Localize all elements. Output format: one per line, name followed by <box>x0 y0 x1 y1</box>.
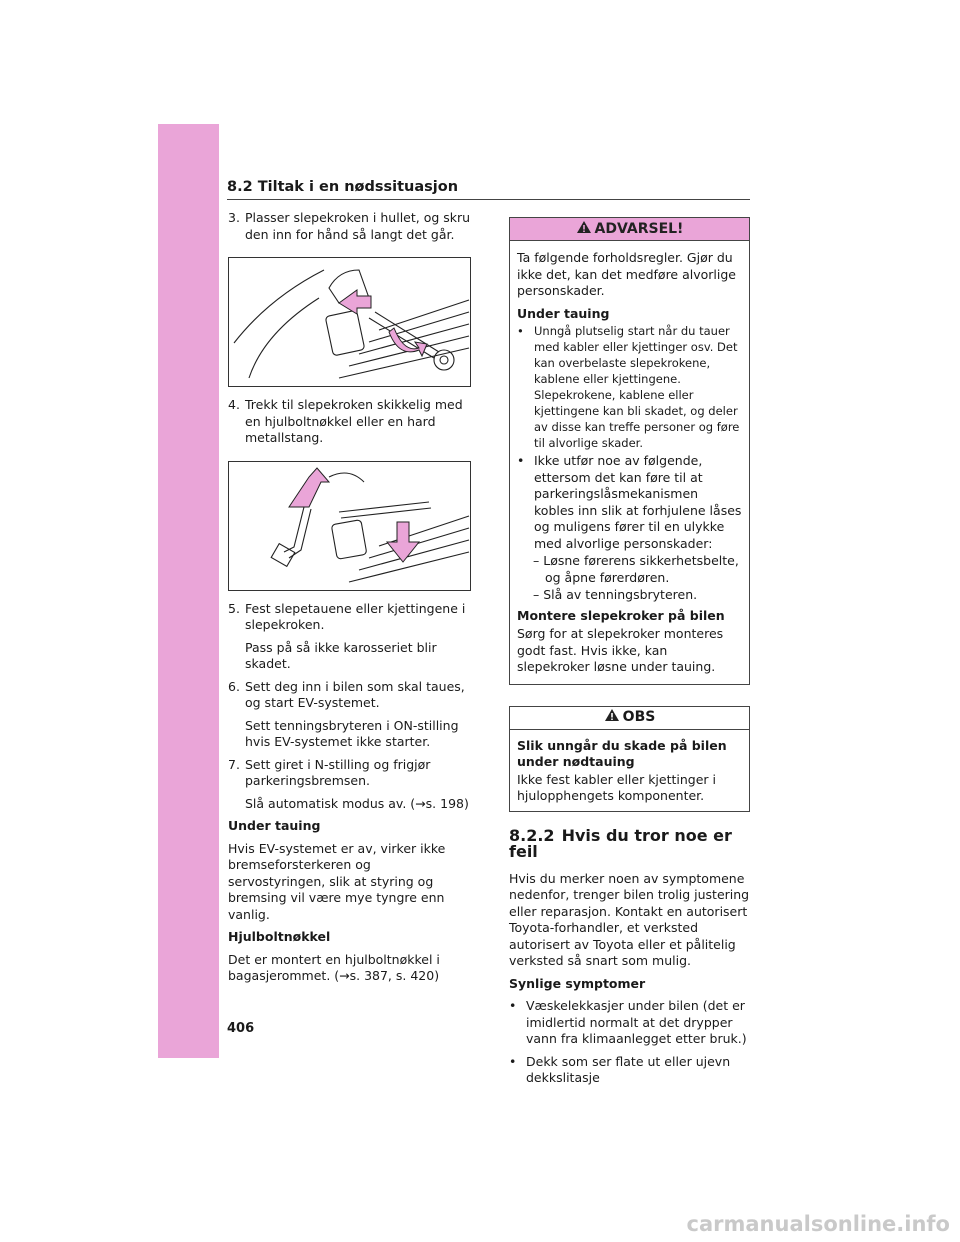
warning-subhead-towing: Under tauing <box>517 305 610 321</box>
step-5: 5.Fest slepetauene eller kjettingene i s… <box>228 600 466 633</box>
warning-triangle-icon <box>576 220 592 239</box>
caution-triangle-icon <box>604 708 620 727</box>
step-6-note: Sett tenningsbryteren i ON-stilling hvis… <box>245 717 459 750</box>
warning-intro: Ta følgende forholdsregler. Gjør du ikke… <box>517 250 736 298</box>
notice-body: Slik unngår du skade på bilen under nødt… <box>510 730 749 811</box>
under-tauing-text: Hvis EV-systemet er av, virker ikke brem… <box>228 840 446 922</box>
warning-box: ADVARSEL! Ta følgende forholdsregler. Gj… <box>509 217 750 685</box>
warning-dash-2: – Slå av tenningsbryteren. <box>533 587 698 602</box>
watermark: carmanualsonline.info <box>686 1212 950 1236</box>
notice-title: OBS <box>622 709 656 726</box>
section-rule <box>227 199 750 200</box>
step-6: 6.Sett deg inn i bilen som skal taues, o… <box>228 678 465 711</box>
page-number: 406 <box>227 1021 255 1036</box>
notice-box: OBS Slik unngår du skade på bilen under … <box>509 705 750 812</box>
notice-header: OBS <box>510 707 749 730</box>
under-tauing-heading: Under tauing <box>228 818 321 833</box>
hjulboltnokkel-heading: Hjulboltnøkkel <box>228 929 331 944</box>
step-7-note: Slå automatisk modus av. (→s. 198) <box>245 795 469 811</box>
warning-text-mount: Sørg for at slepekroker monteres godt fa… <box>517 626 724 674</box>
warning-bullet-2: •Ikke utfør noe av følgende, ettersom de… <box>517 453 742 551</box>
hook-tighten-illustration <box>270 466 470 583</box>
hjulboltnokkel-text: Det er montert en hjulboltnøkkel i bagas… <box>228 951 440 984</box>
step-3: 3.Plasser slepekroken i hullet, og skru … <box>228 210 471 242</box>
figure-hook-insert <box>228 257 471 387</box>
figure-hook-tighten <box>228 460 471 591</box>
warning-header: ADVARSEL! <box>510 218 749 241</box>
warning-bullet-1: •Unngå plutselig start når du tauer med … <box>517 324 740 450</box>
notice-subhead: Slik unngår du skade på bilen under nødt… <box>517 737 727 770</box>
page-sidebar-tab <box>158 124 219 1058</box>
section-heading: 8.2 Tiltak i en nødssituasjon <box>227 179 459 195</box>
step-7: 7.Sett giret i N-stilling og frigjør par… <box>228 756 431 789</box>
right-column: ADVARSEL! Ta følgende forholdsregler. Gj… <box>509 217 750 1093</box>
warning-title: ADVARSEL! <box>594 220 684 237</box>
symptom-bullet-1: •Væskelekkasjer under bilen (det er imid… <box>509 998 747 1046</box>
section-822-intro: Hvis du merker noen av symptomene nedenf… <box>509 870 750 969</box>
step-4: 4.Trekk til slepekroken skikkelig med en… <box>228 397 463 445</box>
warning-body: Ta følgende forholdsregler. Gjør du ikke… <box>510 241 749 684</box>
warning-dash-1: – Løsne førerens sikkerhetsbelte, og åpn… <box>533 553 739 585</box>
step-5-note: Pass på så ikke karosseriet blir skadet. <box>245 639 437 672</box>
left-column: 3.Plasser slepekroken i hullet, og skru … <box>228 210 472 991</box>
hook-insert-illustration <box>233 269 470 379</box>
visible-symptoms-heading: Synlige symptomer <box>509 975 646 991</box>
warning-subhead-mount: Montere slepekroker på bilen <box>517 607 725 623</box>
symptom-bullet-2: •Dekk som ser flate ut eller ujevn dekks… <box>509 1053 731 1086</box>
notice-text: Ikke fest kabler eller kjettinger i hjul… <box>517 771 716 804</box>
